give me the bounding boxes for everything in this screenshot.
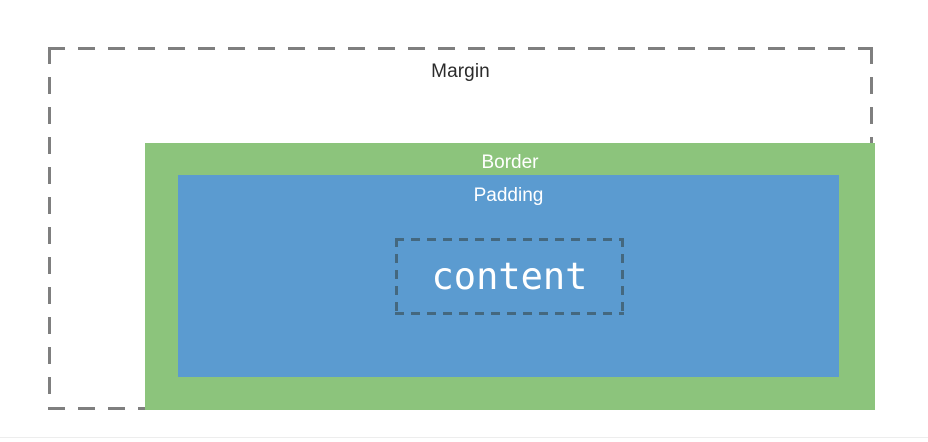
padding-label: Padding: [473, 185, 544, 206]
content-box-dashed-edge-left: [395, 238, 398, 315]
content-box-dashed-edge-bottom: [395, 312, 624, 315]
border-box: Border Padding content: [145, 143, 875, 410]
content-box-dashed-edge-top: [395, 238, 624, 241]
padding-box: Padding content: [178, 175, 839, 377]
bottom-divider: [0, 437, 928, 438]
content-label: content: [431, 254, 588, 298]
border-label: Border: [481, 152, 539, 173]
margin-box-dashed-edge-left: [48, 47, 51, 410]
margin-label: Margin: [431, 61, 490, 82]
margin-box-dashed-edge-top: [48, 47, 873, 50]
content-box-dashed-edge-right: [621, 238, 624, 315]
content-box: content: [395, 238, 624, 315]
margin-box: Margin Border Padding content: [48, 47, 875, 410]
